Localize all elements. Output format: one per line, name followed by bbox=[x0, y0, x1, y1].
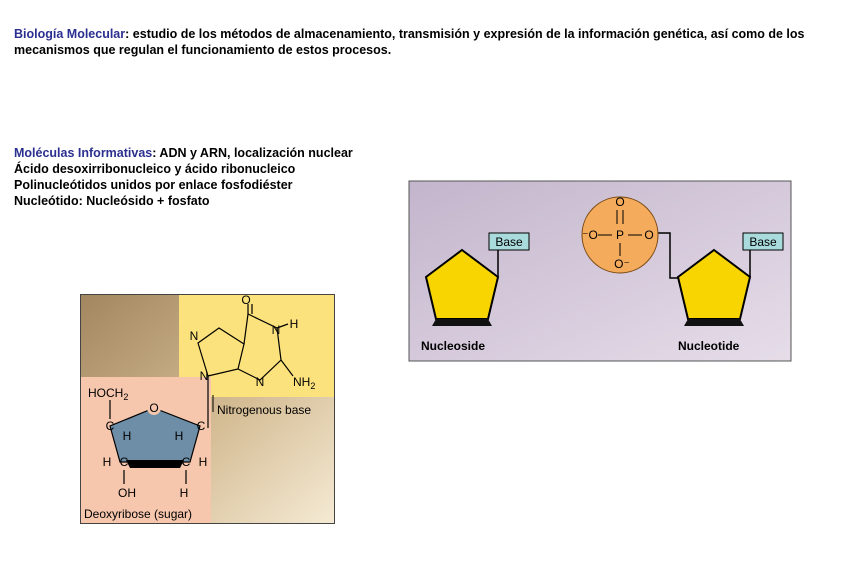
phosphate-group bbox=[581, 196, 659, 274]
atom-n-left: N bbox=[190, 329, 199, 343]
phosphate-p: P bbox=[616, 228, 624, 242]
atom-c2: C bbox=[182, 455, 191, 469]
intro-paragraph: Biología Molecular: estudio de los métod… bbox=[14, 26, 839, 58]
atom-c4: C bbox=[106, 419, 115, 433]
atom-c1: C bbox=[197, 419, 206, 433]
phosphate-connector bbox=[658, 232, 678, 279]
base-box-right bbox=[742, 232, 784, 251]
nucleotide-label: Nucleotide bbox=[678, 339, 740, 353]
atom-h-c4: H bbox=[123, 429, 132, 443]
ribose-front-edge bbox=[126, 460, 184, 468]
atom-n-link: N bbox=[200, 369, 209, 383]
nitrogenous-base-label: Nitrogenous base bbox=[217, 403, 311, 417]
atom-h-bottom: H bbox=[180, 486, 189, 500]
base-box-left bbox=[488, 232, 530, 251]
left-sugar-edge bbox=[432, 319, 492, 326]
atom-h-c2: H bbox=[199, 455, 208, 469]
nucleotide-diagram: Base Base O ⁻O P O O⁻ Nucleoside Nucleot… bbox=[408, 180, 792, 362]
phosphate-o-left: ⁻O bbox=[582, 228, 598, 242]
phosphate-o-right: O bbox=[644, 228, 653, 242]
intro-colon: : bbox=[125, 27, 130, 41]
atom-h-nh: H bbox=[290, 317, 299, 331]
guanine-structure bbox=[197, 304, 294, 428]
atom-o-carbonyl: O bbox=[241, 294, 250, 307]
molecules-line-2: Ácido desoxirribonucleico y ácido ribonu… bbox=[14, 162, 296, 176]
atom-oh: OH bbox=[118, 486, 136, 500]
deoxyribose-diagram: O N N H N N NH2 O HOCH2 C C C C H H H H … bbox=[80, 294, 335, 524]
atom-hoch2: HOCH2 bbox=[88, 386, 128, 402]
atom-h-c3: H bbox=[103, 455, 112, 469]
phosphate-o-bottom: O⁻ bbox=[614, 257, 630, 271]
deoxyribose-label: Deoxyribose (sugar) bbox=[84, 507, 192, 521]
ring-oxygen-bg bbox=[147, 401, 161, 415]
base-label-right: Base bbox=[749, 235, 777, 249]
right-sugar-edge bbox=[684, 319, 744, 326]
molecules-list: Moléculas Informativas: ADN y ARN, local… bbox=[14, 145, 434, 209]
atom-n-mid: N bbox=[256, 375, 265, 389]
molecules-term: Moléculas Informativas bbox=[14, 146, 153, 160]
molecules-line-4: Nucleótido: Nucleósido + fosfato bbox=[14, 194, 210, 208]
atom-o-ring: O bbox=[149, 401, 158, 415]
atom-h-c1: H bbox=[175, 429, 184, 443]
molecules-line-1-rest: : ADN y ARN, localización nuclear bbox=[152, 146, 353, 160]
nucleoside-label: Nucleoside bbox=[421, 339, 485, 353]
molecules-line-3: Polinucleótidos unidos por enlace fosfod… bbox=[14, 178, 293, 192]
intro-definition: estudio de los métodos de almacenamiento… bbox=[14, 27, 805, 57]
base-label-left: Base bbox=[495, 235, 523, 249]
atom-n-h: N bbox=[272, 323, 281, 337]
atom-c3: C bbox=[120, 455, 129, 469]
molecules-line-1: Moléculas Informativas: ADN y ARN, local… bbox=[14, 145, 434, 161]
phosphate-o-top: O bbox=[615, 195, 624, 209]
intro-term: Biología Molecular bbox=[14, 27, 126, 41]
atom-nh2: NH2 bbox=[293, 375, 315, 391]
